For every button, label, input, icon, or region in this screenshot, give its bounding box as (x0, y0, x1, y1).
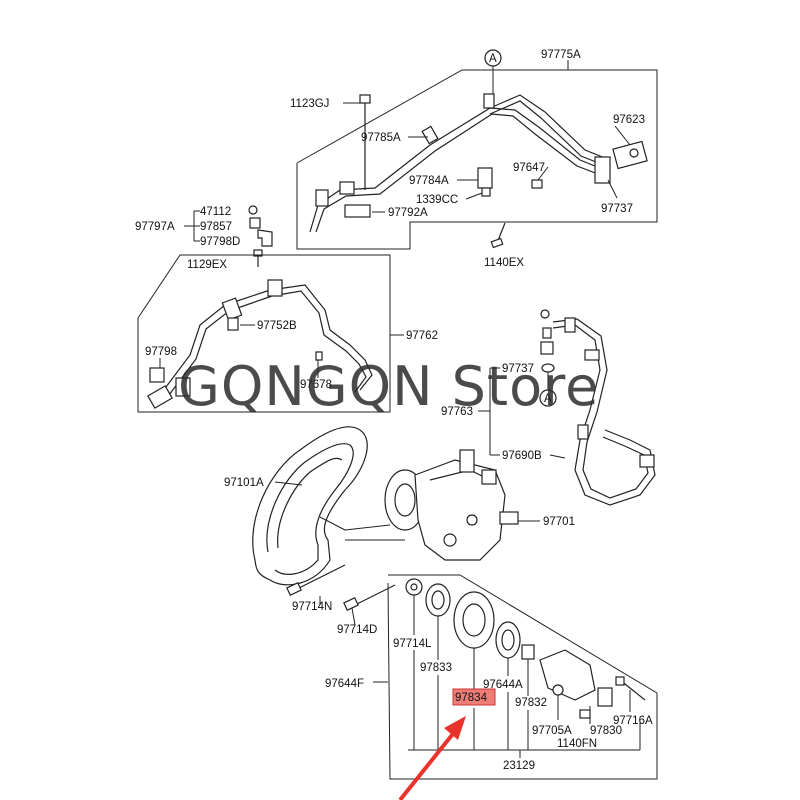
compressor-97701 (286, 449, 540, 626)
label-circle-a-2: A (544, 393, 552, 405)
bolt-1140EX (490, 237, 504, 249)
adjuster-97830 (597, 687, 613, 707)
top-group-frame (296, 69, 658, 250)
label-1339CC: 1339CC (416, 194, 458, 206)
store-watermark: GQNGQN Store (178, 355, 599, 418)
label-97834: 97834 (455, 692, 488, 704)
fitting-upper (267, 279, 283, 297)
fitting-97737 (594, 156, 611, 184)
label-97762: 97762 (406, 330, 438, 342)
label-97737-top: 97737 (601, 203, 633, 215)
label-97701: 97701 (543, 516, 575, 528)
bolt-97714D (343, 597, 359, 611)
refrigerant-tube-middle (159, 284, 373, 396)
red-arrow-pointer (398, 716, 466, 800)
label-97857: 97857 (200, 221, 232, 233)
label-97784A: 97784A (409, 175, 449, 187)
bolt-97714N (286, 582, 302, 596)
label-97737-mid: 97737 (502, 363, 534, 375)
label-1123GJ: 1123GJ (290, 98, 329, 110)
label-97644F: 97644F (325, 678, 364, 690)
label-1140FN: 1140FN (557, 738, 597, 750)
label-97690B: 97690B (502, 450, 542, 462)
washer-97705A (552, 684, 564, 696)
label-97101A: 97101A (224, 477, 264, 489)
bottom-group-frame (387, 574, 658, 780)
bolt-1123GJ (359, 94, 371, 104)
label-97714D: 97714D (337, 624, 377, 636)
bottom-group (373, 574, 658, 800)
middle-group-frame (137, 254, 391, 413)
tensioner-bracket (539, 649, 596, 701)
bolt-97716A (615, 676, 625, 686)
bracket-group-97797A (184, 205, 273, 267)
label-23129: 23129 (503, 760, 535, 772)
label-97644A: 97644A (483, 679, 523, 691)
highlight-97834 (452, 688, 496, 706)
label-97798D: 97798D (200, 236, 240, 248)
discharge-hose-group (478, 309, 656, 506)
label-1140EX: 1140EX (484, 257, 524, 269)
discharge-hose (552, 324, 656, 506)
label-97752B: 97752B (257, 320, 297, 332)
drive-belt-97101A (252, 426, 405, 586)
label-47112: 47112 (200, 206, 231, 218)
bolt-97647 (531, 179, 543, 189)
clip-97784A (477, 167, 493, 189)
label-97775A: 97775A (541, 49, 581, 61)
bracket-97798 (149, 367, 165, 383)
bracket-97792A (344, 204, 371, 218)
label-97785A: 97785A (361, 132, 401, 144)
label-97716A: 97716A (613, 715, 653, 727)
label-97763: 97763 (441, 406, 473, 418)
label-circle-a: A (489, 53, 497, 65)
label-97678: 97678 (300, 379, 332, 391)
label-97830: 97830 (590, 725, 622, 737)
nut-1339CC (481, 187, 491, 197)
spacer-97832 (521, 644, 535, 660)
label-97623: 97623 (613, 114, 645, 126)
middle-group (137, 254, 404, 413)
label-97714N: 97714N (292, 601, 332, 613)
part-labels: 97775A 1123GJ 97785A 97623 97647 97784A … (135, 49, 653, 772)
label-97792A: 97792A (388, 207, 428, 219)
label-97714L: 97714L (393, 638, 432, 650)
bolt-1140FN (579, 709, 591, 719)
refrigerant-tube-upper (309, 107, 606, 233)
label-97798: 97798 (145, 346, 177, 358)
label-97705A: 97705A (532, 725, 572, 737)
label-97833: 97833 (420, 662, 452, 674)
top-group (296, 49, 658, 250)
label-97797A: 97797A (135, 221, 175, 233)
label-1129EX: 1129EX (187, 259, 227, 271)
bracket-a (483, 93, 495, 109)
label-97832: 97832 (515, 697, 547, 709)
label-97647: 97647 (513, 162, 545, 174)
bolt-1129EX (253, 249, 263, 257)
